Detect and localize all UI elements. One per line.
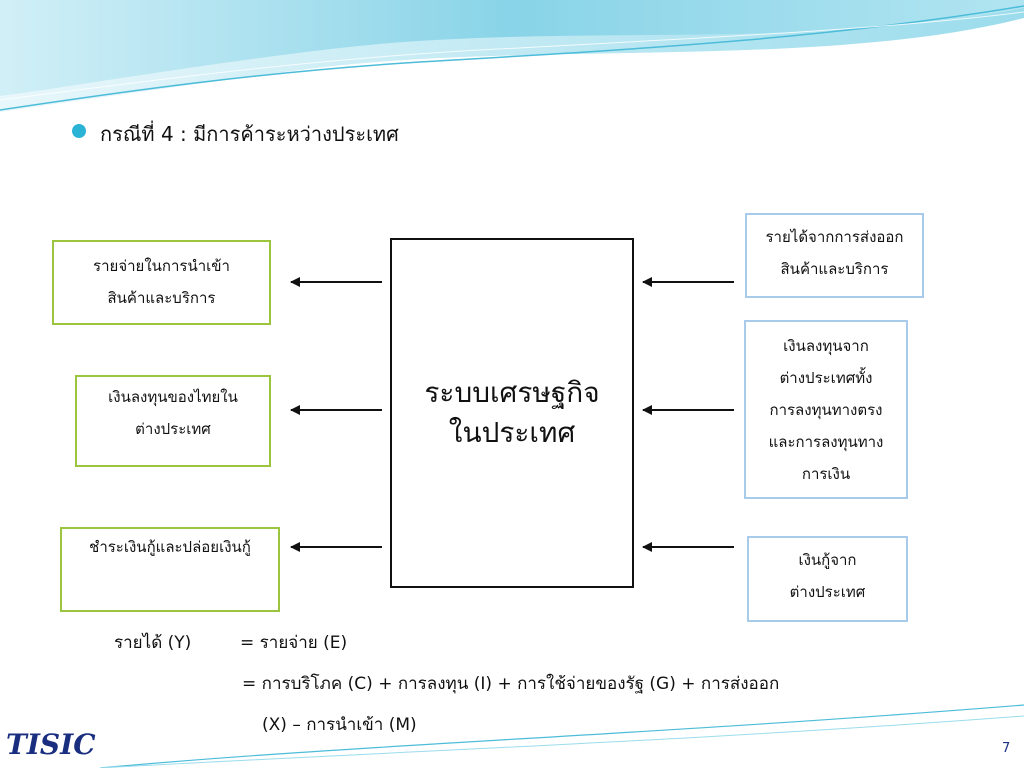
header-wave-decoration — [0, 0, 1024, 112]
equation-line-2: = การบริโภค (C) + การลงทุน (I) + การใช้จ… — [242, 674, 780, 694]
equation-line-1: = รายจ่าย (E) — [240, 633, 348, 653]
domestic-economy-box: ระบบเศรษฐกิจ ในประเทศ — [390, 238, 634, 588]
foreign-investment-label: เงินลงทุนจาก ต่างประเทศทั้ง การลงทุนทางต… — [768, 337, 884, 483]
thai-investment-abroad-label: เงินลงทุนของไทยใน ต่างประเทศ — [108, 388, 238, 438]
slide-heading: กรณีที่ 4 : มีการค้าระหว่างประเทศ — [100, 122, 399, 146]
equation-line-3: (X) – การนำเข้า (M) — [262, 715, 417, 735]
bullet-icon — [72, 124, 86, 138]
import-expense-box: รายจ่ายในการนำเข้า สินค้าและบริการ — [52, 240, 271, 325]
equation-lhs: รายได้ (Y) — [114, 633, 192, 653]
foreign-loan-label: เงินกู้จาก ต่างประเทศ — [789, 551, 866, 601]
import-expense-label: รายจ่ายในการนำเข้า สินค้าและบริการ — [93, 257, 230, 307]
foreign-investment-box: เงินลงทุนจาก ต่างประเทศทั้ง การลงทุนทางต… — [744, 320, 908, 499]
export-income-box: รายได้จากการส่งออก สินค้าและบริการ — [745, 213, 924, 298]
export-income-label: รายได้จากการส่งออก สินค้าและบริการ — [765, 228, 904, 278]
domestic-economy-label: ระบบเศรษฐกิจ ในประเทศ — [424, 376, 600, 449]
loan-payment-label: ชำระเงินกู้และปล่อยเงินกู้ — [89, 538, 251, 556]
thai-investment-abroad-box: เงินลงทุนของไทยใน ต่างประเทศ — [75, 375, 271, 467]
loan-payment-box: ชำระเงินกู้และปล่อยเงินกู้ — [60, 527, 280, 612]
page-number: 7 — [1002, 741, 1011, 756]
foreign-loan-box: เงินกู้จาก ต่างประเทศ — [747, 536, 908, 622]
tisic-logo: TISIC — [6, 728, 96, 761]
